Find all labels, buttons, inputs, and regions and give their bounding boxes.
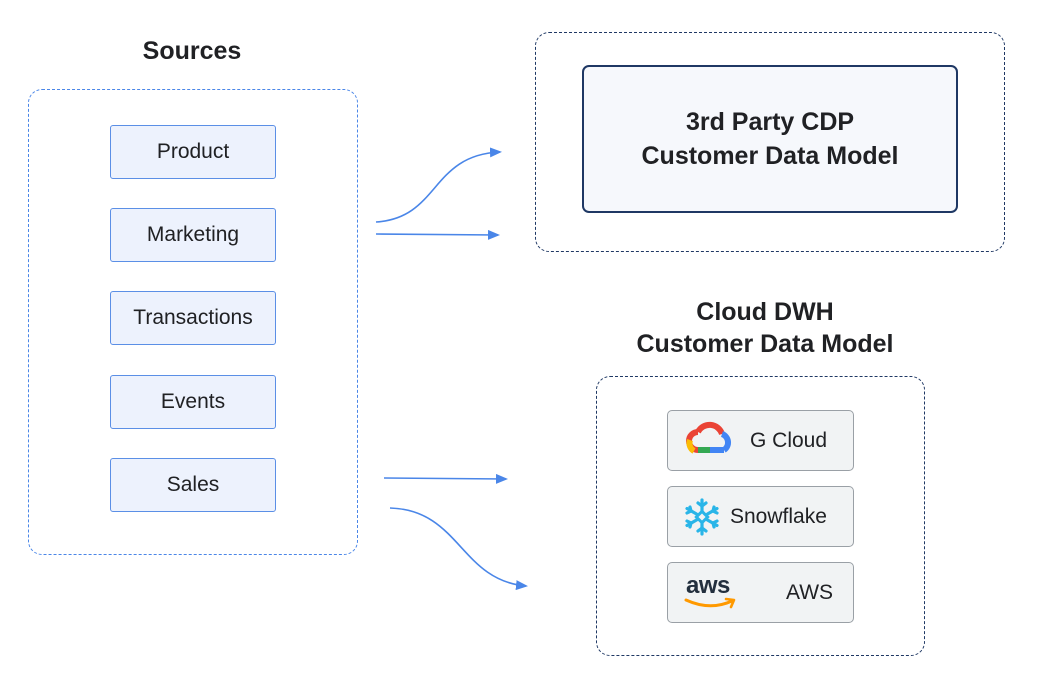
arrow-to-cdp-curved bbox=[375, 147, 502, 223]
aws-logo-text: aws bbox=[686, 571, 730, 599]
source-product: Product bbox=[110, 125, 276, 179]
dwh-title-line2: Customer Data Model bbox=[636, 330, 894, 358]
provider-snowflake: Snowflake bbox=[667, 486, 854, 547]
sources-group bbox=[28, 89, 358, 555]
cdp-box: 3rd Party CDP Customer Data Model bbox=[582, 65, 958, 213]
arrow-to-dwh-curved bbox=[389, 507, 528, 591]
sources-title: Sources bbox=[142, 37, 242, 65]
arrow-to-dwh-straight bbox=[383, 473, 508, 484]
cdp-group bbox=[535, 32, 1005, 252]
dwh-title-line1: Cloud DWH bbox=[696, 298, 834, 326]
snowflake-logo-icon bbox=[682, 487, 722, 546]
provider-snowflake-label: Snowflake bbox=[730, 504, 827, 528]
google-cloud-logo-icon bbox=[684, 411, 736, 470]
source-transactions: Transactions bbox=[110, 291, 276, 345]
provider-gcloud-label: G Cloud bbox=[750, 428, 828, 452]
cdp-title-line1: 3rd Party CDP bbox=[685, 108, 855, 136]
cdp-title-line2: Customer Data Model bbox=[641, 142, 899, 170]
aws-logo-icon: aws bbox=[684, 563, 740, 622]
provider-aws: aws AWS bbox=[667, 562, 854, 623]
source-sales: Sales bbox=[110, 458, 276, 512]
dwh-title: Cloud DWH Customer Data Model bbox=[580, 296, 950, 360]
source-marketing: Marketing bbox=[110, 208, 276, 262]
dwh-group bbox=[596, 376, 925, 656]
provider-gcloud: G Cloud bbox=[667, 410, 854, 471]
source-events: Events bbox=[110, 375, 276, 429]
provider-aws-label: AWS bbox=[786, 580, 834, 604]
arrow-to-cdp-straight bbox=[375, 229, 500, 240]
